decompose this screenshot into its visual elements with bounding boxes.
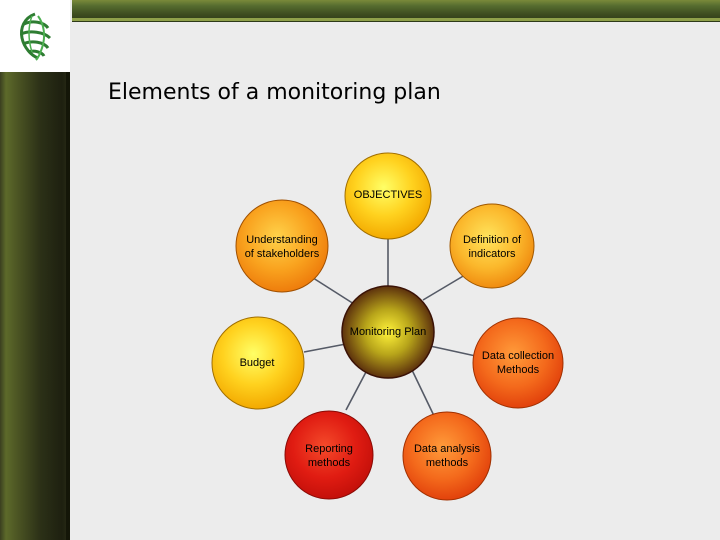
label-center: Monitoring Plan [349,326,427,338]
node-data-collection [472,317,564,409]
label-data-collection: Data collection Methods [481,350,555,376]
connector-reporting [345,371,367,411]
node-definition [449,203,535,289]
node-objectives [344,152,432,240]
node-reporting [284,410,374,500]
label-data-analysis: Data analysis methods [413,443,481,469]
connector-definition [422,271,471,301]
top-decorative-bar [72,0,720,22]
node-budget [211,316,305,410]
globe-logo-icon [20,12,52,61]
label-reporting: Reporting methods [305,443,353,469]
label-budget: Budget [239,357,275,369]
top-bar-highlight [72,18,720,21]
logo-area [0,0,70,72]
left-decorative-bar [0,72,70,540]
node-center [341,285,435,379]
label-definition: Definition of indicators [462,234,522,260]
label-objectives: OBJECTIVES [353,189,423,201]
label-understanding: Understanding of stakeholders [244,234,320,260]
connector-understanding [309,275,355,305]
left-bar-edge [66,72,70,540]
slide-title: Elements of a monitoring plan [108,80,441,105]
node-understanding [235,199,329,293]
node-data-analysis [402,411,492,501]
connector-budget [303,343,347,353]
connector-data-analysis [411,369,437,421]
